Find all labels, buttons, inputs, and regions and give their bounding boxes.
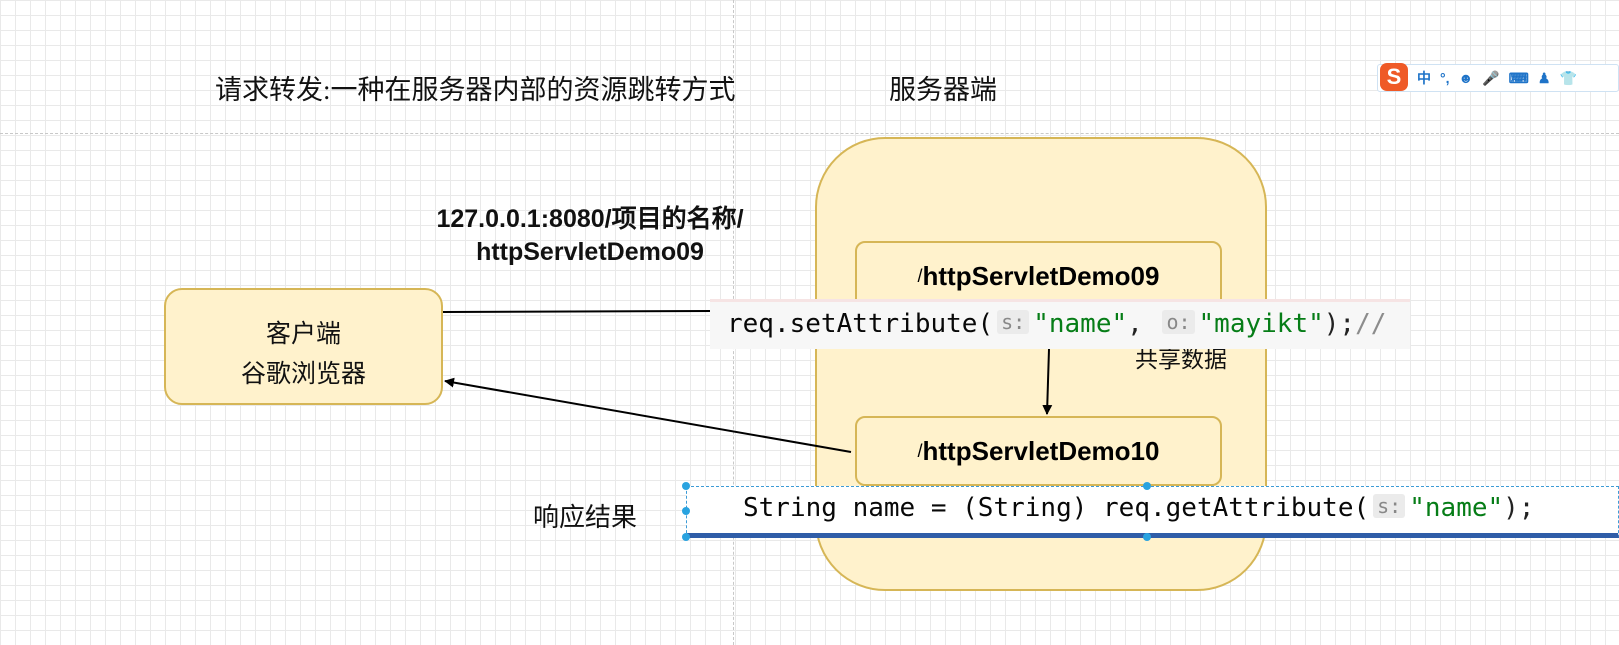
microphone-icon[interactable]: 🎤 xyxy=(1482,69,1500,86)
resize-handle-bottom-left[interactable] xyxy=(682,533,690,541)
code2-suffix: ); xyxy=(1503,493,1535,523)
forward-arrow xyxy=(1042,348,1053,415)
request-url-label[interactable]: 127.0.0.1:8080/项目的名称/ httpServletDemo09 xyxy=(410,203,770,269)
servlet-demo10-label: httpServletDemo10 xyxy=(922,435,1160,466)
code1-suffix: ); xyxy=(1323,309,1356,339)
resize-handle-top-middle[interactable] xyxy=(1143,482,1151,490)
servlet-demo09-slash: / xyxy=(917,265,923,286)
shared-data-label: 共享数据 xyxy=(1135,347,1227,370)
page-guide-horizontal xyxy=(0,133,1619,134)
code1-comment: // xyxy=(1355,309,1387,339)
param-hint-s: s: xyxy=(997,310,1030,334)
punctuation-icon[interactable]: °, xyxy=(1440,70,1450,86)
client-browser-box[interactable]: 客户端 谷歌浏览器 xyxy=(164,288,443,405)
code1-arg-name: "name" xyxy=(1033,309,1128,339)
server-title[interactable]: 服务器端 xyxy=(889,75,997,105)
set-attribute-code-snippet[interactable]: req.setAttribute(s:"name", o:"mayikt");/… xyxy=(710,299,1410,349)
response-result-label[interactable]: 响应结果 xyxy=(533,503,638,532)
skin-icon[interactable]: 👕 xyxy=(1559,69,1577,86)
code1-comma: , xyxy=(1127,309,1159,339)
user-icon[interactable]: ♟ xyxy=(1537,69,1551,86)
request-connector xyxy=(442,310,713,313)
servlet-demo10-box[interactable]: /httpServletDemo10 xyxy=(855,416,1222,486)
servlet-demo10-slash: / xyxy=(917,440,923,461)
code2-prefix: String name = (String) req.getAttribute( xyxy=(743,493,1370,523)
client-label: 客户端 xyxy=(265,320,341,348)
sogou-logo-icon[interactable]: S xyxy=(1380,63,1408,91)
param-hint-o: o: xyxy=(1162,310,1195,334)
code2-arg-name: "name" xyxy=(1409,493,1504,523)
response-arrow xyxy=(444,377,852,453)
code1-prefix: req.setAttribute( xyxy=(727,309,994,339)
resize-handle-bottom-middle[interactable] xyxy=(1143,533,1151,541)
ime-toolbar[interactable]: S 中 °, ☻ 🎤 ⌨ ♟ 👕 xyxy=(1377,63,1619,92)
diagram-title[interactable]: 请求转发:一种在服务器内部的资源跳转方式 xyxy=(215,75,736,105)
request-url-line2: httpServletDemo09 xyxy=(476,238,704,266)
servlet-demo09-label: httpServletDemo09 xyxy=(922,260,1160,291)
emoji-icon[interactable]: ☻ xyxy=(1458,70,1474,86)
code1-arg-value: "mayikt" xyxy=(1198,309,1324,339)
keyboard-icon[interactable]: ⌨ xyxy=(1508,69,1529,86)
param-hint-s: s: xyxy=(1373,494,1406,518)
resize-handle-middle-left[interactable] xyxy=(682,507,690,515)
resize-handle-top-left[interactable] xyxy=(682,482,690,490)
browser-label: 谷歌浏览器 xyxy=(240,360,366,388)
language-toggle[interactable]: 中 xyxy=(1417,70,1431,86)
get-attribute-code-snippet[interactable]: String name = (String) req.getAttribute(… xyxy=(686,486,1619,538)
request-url-line1: 127.0.0.1:8080/项目的名称/ xyxy=(436,205,744,233)
